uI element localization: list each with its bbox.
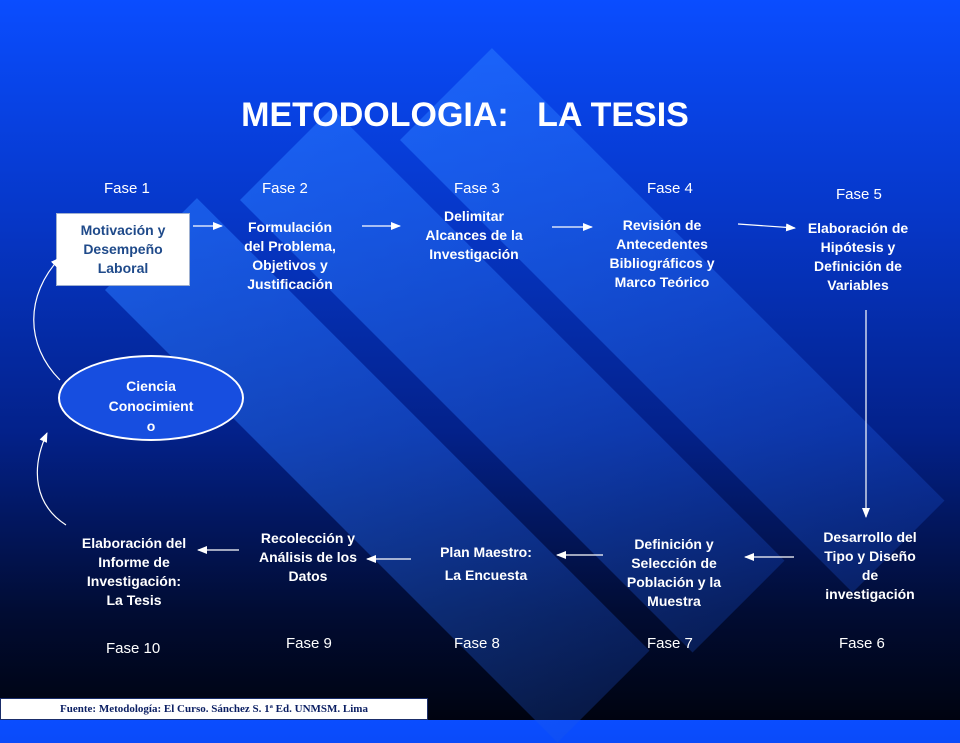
- arrow-ciencia-motivacion: [33, 257, 61, 381]
- phase-label-7: Fase 7: [647, 635, 693, 652]
- node-revision: Revisión de Antecedentes Bibliográficos …: [609, 217, 715, 290]
- node-delimitar: Delimitar Alcances de la Investigación: [425, 208, 523, 262]
- phase-label-9: Fase 9: [286, 635, 332, 652]
- arrow-informe-ciencia: [36, 432, 67, 526]
- phase-label-4: Fase 4: [647, 180, 693, 197]
- phase-label-10: Fase 10: [106, 640, 161, 657]
- node-ciencia-ellipse: Ciencia Conocimient o: [58, 355, 244, 441]
- node-motivacion: Motivación y Desempeño Laboral: [56, 213, 190, 286]
- node-recoleccion: Recolección y Análisis de los Datos: [258, 530, 358, 584]
- phase-label-5: Fase 5: [836, 186, 882, 203]
- phase-label-6: Fase 6: [839, 635, 885, 652]
- node-definicion: Definición y Selección de Población y la…: [626, 536, 722, 609]
- node-desarrollo: Desarrollo del Tipo y Diseño de investig…: [823, 529, 917, 602]
- source-footer: Fuente: Metodología: El Curso. Sánchez S…: [0, 698, 428, 720]
- arrow-4-5: [737, 223, 796, 232]
- phase-label-3: Fase 3: [454, 180, 500, 197]
- node-hipotesis: Elaboración de Hipótesis y Definición de…: [807, 220, 909, 293]
- node-plan: Plan Maestro: La Encuesta: [440, 544, 532, 583]
- phase-label-1: Fase 1: [104, 180, 150, 197]
- node-formulacion: Formulación del Problema, Objetivos y Ju…: [244, 219, 336, 292]
- node-informe: Elaboración del Informe de Investigación…: [81, 535, 187, 608]
- flow-arrows: [33, 222, 870, 563]
- phase-label-2: Fase 2: [262, 180, 308, 197]
- page-title: METODOLOGIA: LA TESIS: [241, 96, 689, 134]
- phase-label-8: Fase 8: [454, 635, 500, 652]
